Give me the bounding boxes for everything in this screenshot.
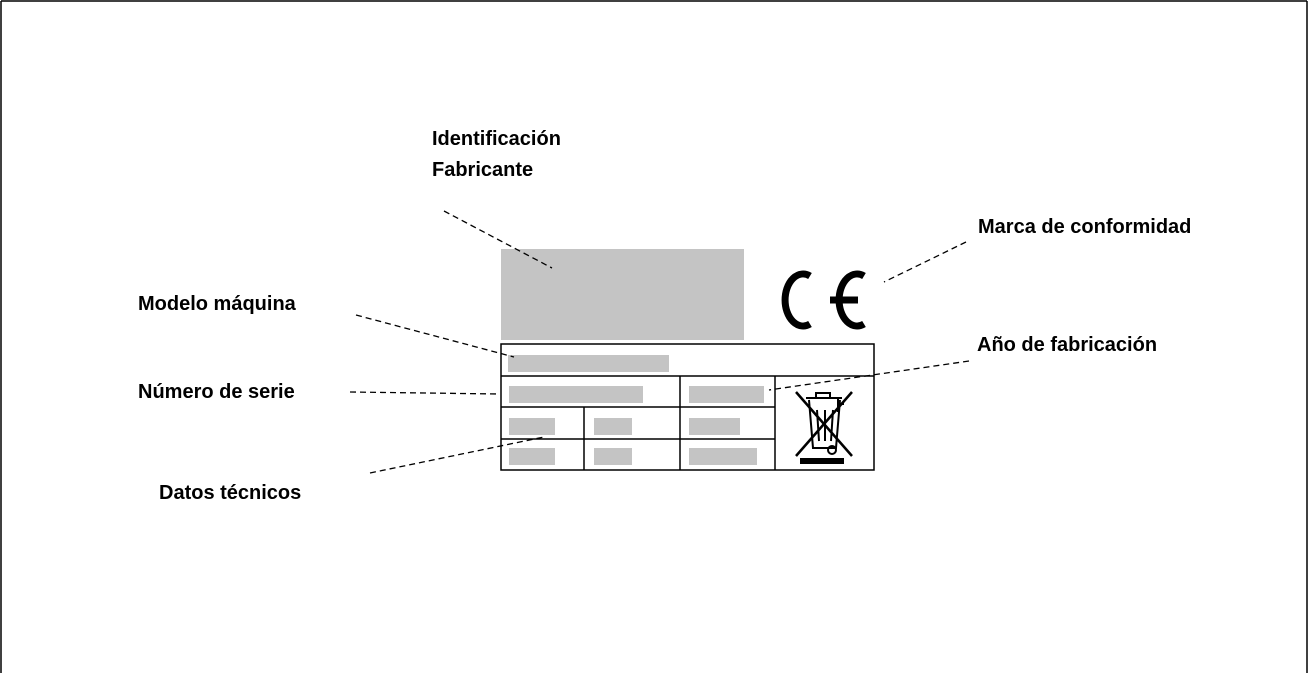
- serial-field-placeholder: [509, 386, 643, 403]
- ce-mark: [781, 270, 866, 330]
- leader-conformity: [883, 241, 967, 283]
- conformity-mark-label: Marca de conformidad: [978, 216, 1192, 238]
- tech-field-placeholder: [594, 418, 632, 435]
- machine-model-label: Modelo máquina: [138, 293, 296, 315]
- tech-field-placeholder: [509, 418, 555, 435]
- tech-field-placeholder: [689, 448, 757, 465]
- field-placeholders: [508, 355, 764, 465]
- leader-model: [355, 314, 515, 358]
- leader-lines: [349, 210, 970, 474]
- tech-field-placeholder: [509, 448, 555, 465]
- leader-serial: [349, 391, 501, 395]
- manufacturer-label-line2: Fabricante: [432, 159, 534, 181]
- crossed-out-wheelie-bin-icon: [795, 391, 853, 464]
- tech-field-placeholder: [594, 448, 632, 465]
- rating-plate-table: [500, 343, 875, 471]
- serial-number-label: Número de serie: [138, 381, 295, 403]
- year-of-manufacture-label: Año de fabricación: [977, 334, 1158, 356]
- manufacturer-logo-placeholder: [501, 249, 744, 340]
- tech-field-placeholder: [689, 418, 740, 435]
- leader-manufacturer: [443, 210, 553, 269]
- model-field-placeholder: [508, 355, 669, 372]
- manufacturer-label-line1: Identificación: [432, 128, 561, 150]
- technical-data-label: Datos técnicos: [159, 482, 302, 504]
- leader-year: [768, 360, 970, 391]
- year-field-placeholder: [689, 386, 764, 403]
